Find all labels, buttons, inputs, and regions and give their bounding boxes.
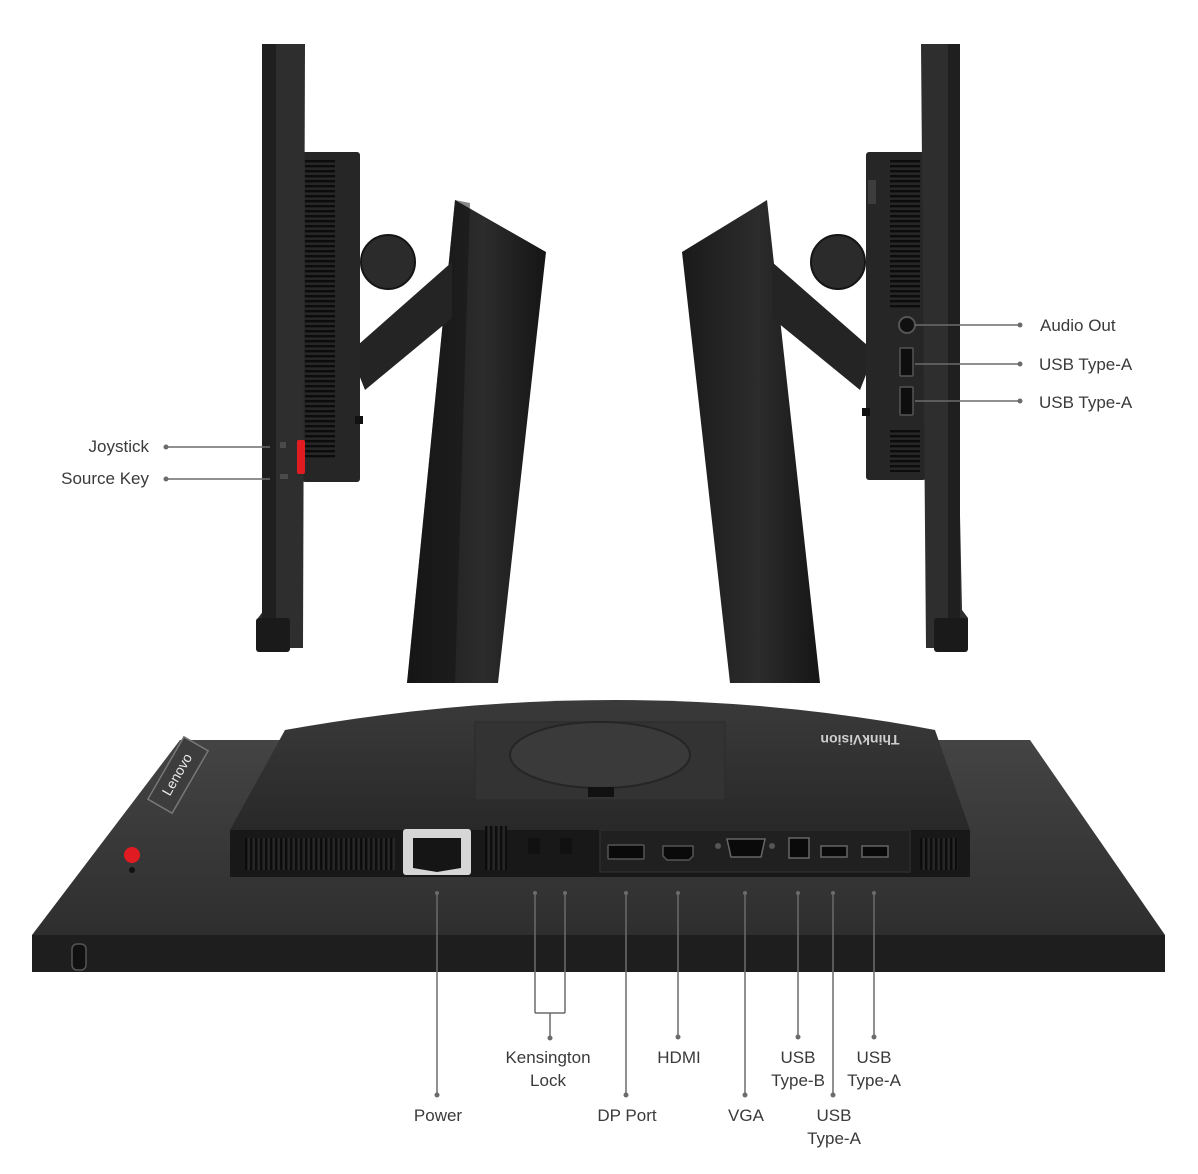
dp-port [607,844,645,860]
joystick-knob [297,440,305,474]
callout-usb-a-rear-2-line1: USB [856,1048,892,1067]
callout-audio-out: Audio Out [1040,316,1116,335]
callout-kensington-lock: Kensington Lock [505,1046,590,1092]
usb-a-side-port-1 [899,347,914,377]
callout-usb-type-a-rear-1: USB Type-A [807,1104,861,1150]
callout-joystick: Joystick [88,437,149,456]
usb-a-rear-port-2 [861,845,889,858]
callout-usb-type-a-rear-2: USB Type-A [847,1046,901,1092]
usb-a-side-port-2 [899,386,914,416]
callout-dp-port: DP Port [597,1106,657,1125]
callout-kensington-line1: Kensington [505,1048,591,1067]
callout-source-key: Source Key [61,469,149,488]
audio-out-jack [898,316,916,334]
right-side-view [682,44,968,683]
left-side-view [256,44,546,683]
usb-b-port [788,837,810,859]
callout-hdmi: HDMI [657,1048,701,1067]
leader-lines [163,322,1023,1098]
callout-power: Power [413,1106,463,1125]
callout-kensington-line2: Lock [530,1071,566,1090]
callout-usb-a-side-2: USB Type-A [1039,393,1133,412]
callout-vga: VGA [728,1106,764,1125]
bottom-rear-view: Lenovo ThinkVision [32,700,1165,972]
joystick-knob-rear [124,847,140,863]
callout-usb-a-rear-1-line2: Type-A [807,1129,861,1148]
callout-usb-type-b: USB Type-B [771,1046,825,1092]
callout-usb-b-line1: USB [780,1048,816,1067]
callout-usb-a-side-1: USB Type-A [1039,355,1133,374]
usb-a-rear-port-1 [820,845,848,858]
callout-usb-b-line2: Type-B [771,1071,825,1090]
hdmi-port [662,845,694,861]
callout-usb-a-rear-2-line2: Type-A [847,1071,901,1090]
stand-logo-text: ThinkVision [820,732,899,748]
vga-port [726,838,766,858]
callout-usb-a-rear-1-line1: USB [816,1106,852,1125]
kensington-slot-1 [528,838,540,854]
kensington-slot-2 [560,838,572,854]
